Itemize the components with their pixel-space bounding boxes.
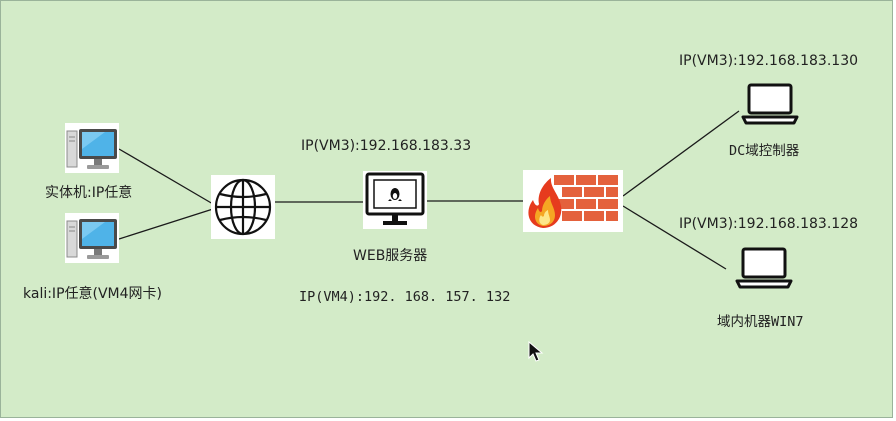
link-firewall-to-win7 (622, 205, 727, 270)
host-pc-label: 实体机:IP任意 (45, 185, 133, 201)
dc-label: DC域控制器 (729, 143, 800, 159)
win7-laptop-icon (735, 245, 793, 291)
web-server-ip-vm3: IP(VM3):192.168.183.33 (301, 138, 472, 154)
web-server-label: WEB服务器 (353, 248, 428, 264)
linux-server-monitor-icon (363, 171, 427, 229)
mouse-cursor-icon (528, 341, 544, 363)
globe-icon (211, 175, 275, 239)
kali-pc-icon (65, 213, 119, 263)
dc-ip: IP(VM3):192.168.183.130 (679, 53, 859, 69)
kali-pc-label: kali:IP任意(VM4网卡) (23, 286, 162, 302)
link-kali-to-internet (118, 208, 214, 240)
host-pc-icon (65, 123, 119, 173)
win7-ip: IP(VM3):192.168.183.128 (679, 216, 859, 232)
link-host-to-internet (118, 148, 214, 205)
win7-label: 域内机器WIN7 (717, 314, 804, 330)
dc-laptop-icon (741, 81, 799, 127)
link-firewall-to-dc (622, 110, 740, 197)
firewall-icon (523, 170, 623, 232)
web-server-ip-vm4: IP(VM4):192. 168. 157. 132 (299, 289, 511, 305)
